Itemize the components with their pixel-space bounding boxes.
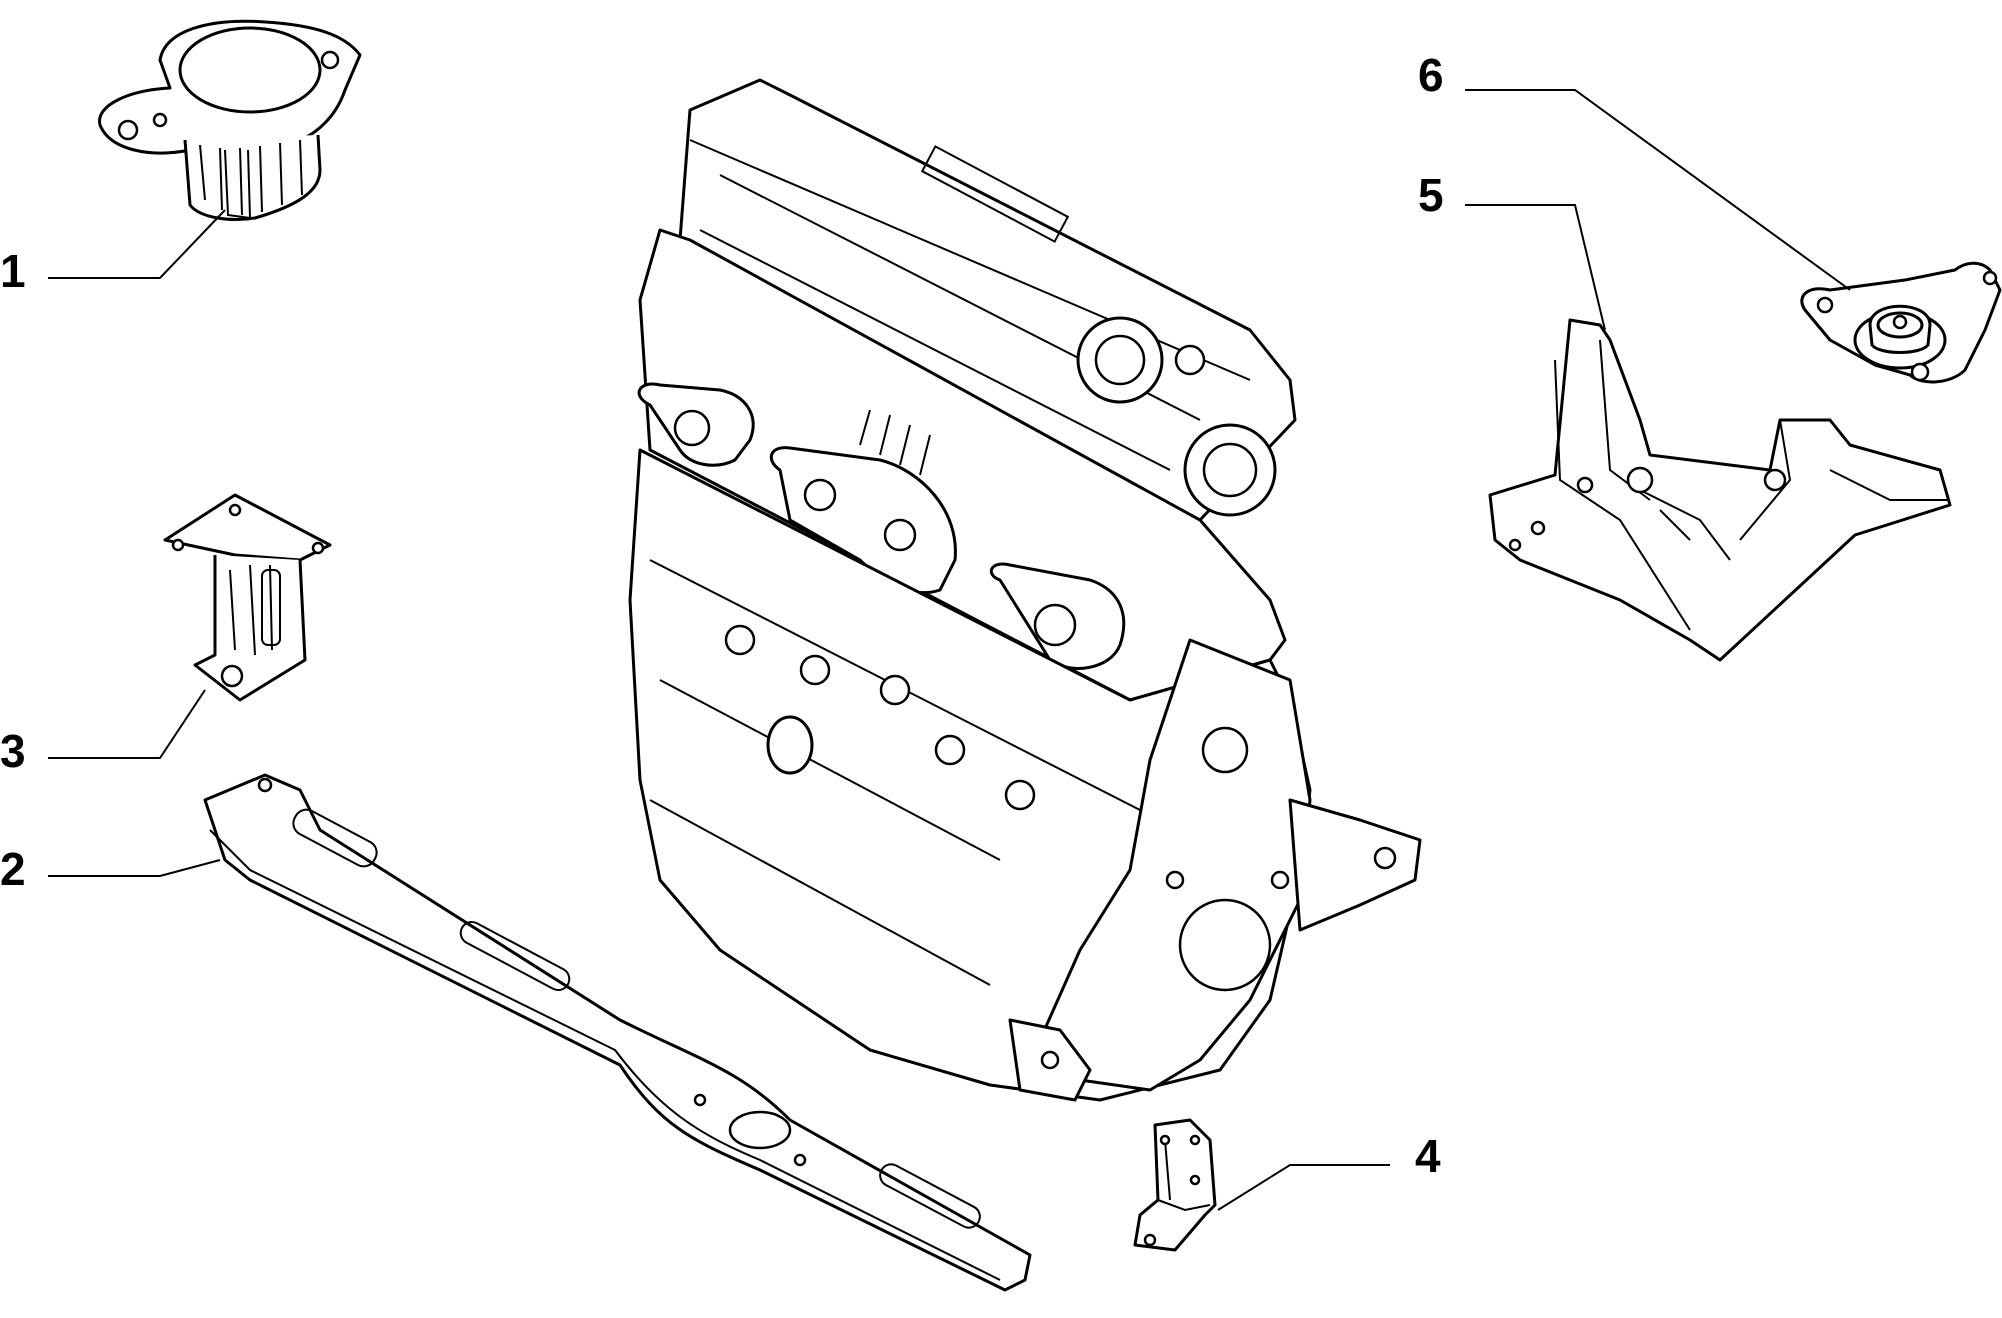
part-5-support-bracket[interactable] bbox=[1465, 204, 1952, 662]
callout-3[interactable]: 3 bbox=[0, 725, 26, 777]
part-3-bracket[interactable] bbox=[48, 493, 332, 759]
part-4-bracket[interactable] bbox=[1133, 1118, 1390, 1252]
callout-4[interactable]: 4 bbox=[1415, 1130, 1441, 1182]
part-6-engine-mount[interactable] bbox=[1465, 89, 2002, 384]
callout-6[interactable]: 6 bbox=[1418, 49, 1444, 101]
callout-2[interactable]: 2 bbox=[0, 843, 26, 895]
callout-5[interactable]: 5 bbox=[1418, 169, 1444, 221]
callout-1[interactable]: 1 bbox=[0, 245, 26, 297]
engine-block[interactable] bbox=[628, 78, 1422, 1102]
part-1-engine-mount[interactable] bbox=[48, 19, 362, 279]
part-2-crossmember[interactable] bbox=[48, 773, 1032, 1292]
